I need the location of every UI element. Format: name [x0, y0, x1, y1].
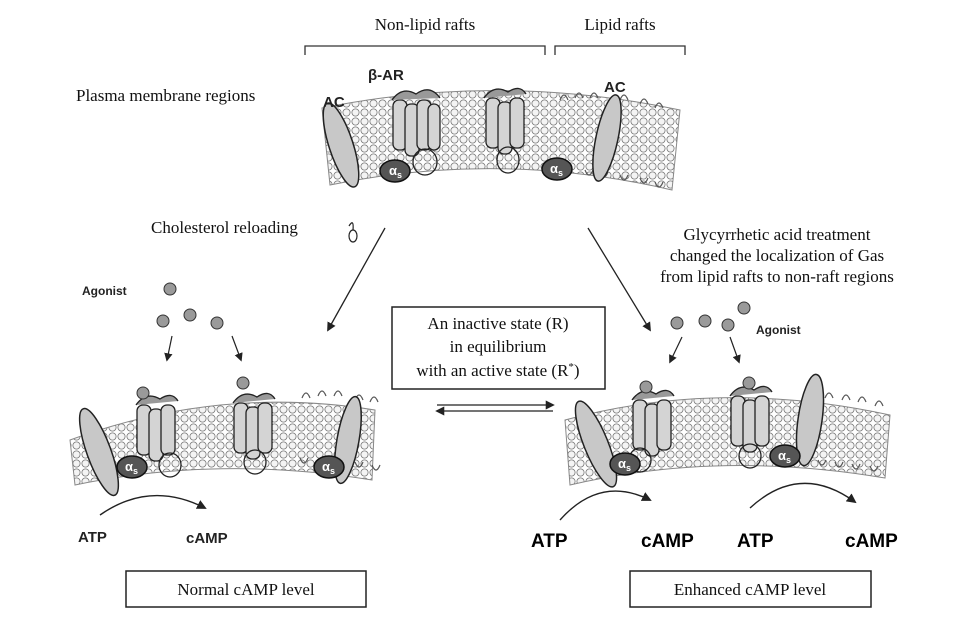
svg-text:αs: αs	[618, 456, 631, 473]
agonist-arrow-left-2	[231, 335, 243, 362]
arrow-to-right-membrane	[587, 227, 651, 332]
atp-label-right-2: ATP	[737, 531, 774, 552]
camp-label-left: cAMP	[186, 530, 228, 547]
agonist-arrow-right-1	[669, 336, 683, 364]
atp-camp-arc-right-2	[749, 482, 857, 509]
alpha-s-subunit-right-2: αs	[769, 444, 801, 468]
cholesterol-icon	[348, 222, 358, 243]
atp-label-right-1: ATP	[531, 531, 568, 552]
svg-text:αs: αs	[322, 459, 335, 476]
top-membrane: αs αs AC AC β-AR	[321, 67, 681, 191]
agonist-label-right: Agonist	[756, 323, 801, 337]
ac-left-label: AC	[323, 94, 345, 111]
ac-right-label: AC	[604, 79, 626, 96]
plasma-membrane-regions-label: Plasma membrane regions	[76, 86, 255, 105]
alpha-s-subunit-right-1: αs	[609, 452, 641, 476]
beta-ar-receptor-left	[391, 89, 441, 176]
glycyrrhetic-line-1: Glycyrrhetic acid treatment	[684, 225, 871, 244]
agonist-molecules-right	[670, 301, 751, 332]
equilibrium-line-1: An inactive state (R)	[427, 314, 568, 333]
lipid-rafts-bracket	[554, 45, 686, 55]
atp-camp-arc-left	[99, 494, 207, 516]
non-lipid-rafts-label: Non-lipid rafts	[375, 15, 476, 34]
svg-text:αs: αs	[778, 448, 791, 465]
adenylyl-cyclase-right-shape	[592, 94, 622, 182]
atp-camp-arc-right-1	[559, 490, 652, 521]
equilibrium-arrows	[435, 400, 555, 416]
camp-label-right-2: cAMP	[845, 531, 898, 552]
svg-text:αs: αs	[550, 161, 563, 178]
right-membrane	[564, 373, 891, 488]
normal-camp-level-label: Normal cAMP level	[177, 580, 315, 599]
normal-camp-box	[125, 570, 367, 608]
svg-text:αs: αs	[125, 459, 138, 476]
adenylyl-cyclase-left-shape	[322, 102, 360, 188]
lipid-rafts-label: Lipid rafts	[584, 15, 655, 34]
glycyrrhetic-line-2: changed the localization of Gas	[670, 246, 884, 265]
alpha-s-subunit-left-1: αs	[116, 455, 148, 479]
beta-ar-receptor-right	[483, 87, 527, 174]
alpha-s-subunit-top-right: αs	[541, 157, 573, 181]
equilibrium-box	[391, 306, 606, 390]
agonist-label-left: Agonist	[82, 284, 127, 298]
alpha-s-subunit-left-2: αs	[313, 455, 345, 479]
glycyrrhetic-line-3: from lipid rafts to non-raft regions	[660, 267, 894, 286]
agonist-molecules-left	[156, 282, 224, 330]
beta-ar-label: β-AR	[368, 67, 404, 84]
enhanced-camp-box	[629, 570, 872, 608]
enhanced-camp-level-label: Enhanced cAMP level	[674, 580, 827, 599]
atp-label-left: ATP	[78, 529, 107, 546]
equilibrium-line-2: in equilibrium	[450, 337, 547, 356]
alpha-s-subunit-top-left: αs	[379, 159, 411, 183]
agonist-arrow-right-2	[729, 336, 741, 364]
non-lipid-rafts-bracket	[304, 45, 546, 55]
equilibrium-line-3: with an active state (R*)	[416, 361, 579, 380]
left-membrane	[69, 376, 381, 497]
svg-text:αs: αs	[389, 163, 402, 180]
cholesterol-reloading-label: Cholesterol reloading	[151, 218, 298, 237]
camp-label-right-1: cAMP	[641, 531, 694, 552]
agonist-arrow-left-1	[164, 335, 173, 362]
arrow-to-left-membrane	[327, 227, 386, 332]
